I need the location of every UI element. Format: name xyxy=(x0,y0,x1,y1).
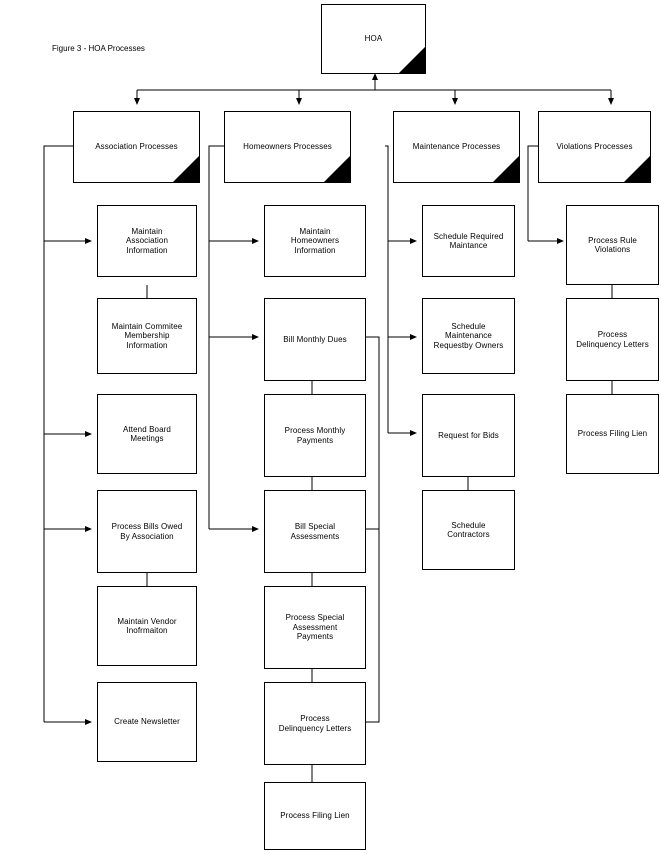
node-maintain-vendor-information-label: Maintain Vendor Inofrmaiton xyxy=(117,616,177,635)
node-process-bills-owed-by-association[interactable]: Process Bills Owed By Association xyxy=(97,490,197,573)
node-schedule-required-maintenance[interactable]: Schedule Required Maintance xyxy=(422,205,515,277)
node-request-for-bids-label: Request for Bids xyxy=(438,430,499,440)
node-process-special-assessment-payments[interactable]: Process Special Assessment Payments xyxy=(264,586,366,669)
node-process-bills-owed-by-association-label: Process Bills Owed By Association xyxy=(111,522,183,541)
node-request-for-bids[interactable]: Request for Bids xyxy=(422,394,515,477)
node-homeowners-process-delinquency-letters-label: Process Delinquency Letters xyxy=(278,714,352,733)
node-violations-process-filing-lien-label: Process Filing Lien xyxy=(577,429,648,439)
node-homeowners-process-filing-lien[interactable]: Process Filing Lien xyxy=(264,782,366,850)
node-create-newsletter-label: Create Newsletter xyxy=(114,717,180,727)
node-homeowners-processes[interactable]: Homeowners Processes xyxy=(224,111,351,183)
node-schedule-contractors[interactable]: Schedule Contractors xyxy=(422,490,515,570)
node-bill-special-assessments-label: Bill Special Assessments xyxy=(290,522,340,541)
node-bill-monthly-dues-label: Bill Monthly Dues xyxy=(283,334,347,344)
node-association-processes[interactable]: Association Processes xyxy=(73,111,200,183)
node-schedule-maintenance-request-by-owners-label: Schedule Maintenance Requestby Owners xyxy=(433,321,504,350)
node-maintain-homeowners-information[interactable]: Maintain Homeowners Information xyxy=(264,205,366,277)
node-maintain-committee-membership-information[interactable]: Maintain Commitee Membership Information xyxy=(97,298,197,374)
node-process-special-assessment-payments-label: Process Special Assessment Payments xyxy=(285,613,345,642)
node-create-newsletter[interactable]: Create Newsletter xyxy=(97,682,197,762)
node-homeowners-processes-label: Homeowners Processes xyxy=(243,142,332,152)
node-hoa-label: HOA xyxy=(364,34,383,44)
node-maintain-vendor-information[interactable]: Maintain Vendor Inofrmaiton xyxy=(97,586,197,666)
node-homeowners-process-filing-lien-label: Process Filing Lien xyxy=(280,811,350,821)
node-schedule-required-maintenance-label: Schedule Required Maintance xyxy=(433,231,504,250)
node-violations-process-delinquency-letters-label: Process Delinquency Letters xyxy=(576,330,649,349)
node-association-processes-label: Association Processes xyxy=(95,142,178,152)
node-bill-monthly-dues[interactable]: Bill Monthly Dues xyxy=(264,298,366,381)
node-schedule-contractors-label: Schedule Contractors xyxy=(447,520,490,539)
node-maintain-committee-membership-information-label: Maintain Commitee Membership Information xyxy=(111,321,183,350)
node-maintain-association-information[interactable]: Maintain Association Information xyxy=(97,205,197,277)
node-homeowners-process-delinquency-letters[interactable]: Process Delinquency Letters xyxy=(264,682,366,765)
node-schedule-maintenance-request-by-owners[interactable]: Schedule Maintenance Requestby Owners xyxy=(422,298,515,374)
node-process-rule-violations-label: Process Rule Violations xyxy=(588,235,637,254)
node-maintenance-processes-label: Maintenance Processes xyxy=(412,142,501,152)
node-attend-board-meetings[interactable]: Attend Board Meetings xyxy=(97,394,197,474)
node-violations-process-filing-lien[interactable]: Process Filing Lien xyxy=(566,394,659,474)
node-attend-board-meetings-label: Attend Board Meetings xyxy=(123,424,171,443)
node-maintenance-processes[interactable]: Maintenance Processes xyxy=(393,111,520,183)
figure-caption: Figure 3 - HOA Processes xyxy=(52,44,145,53)
node-violations-processes-label: Violations Processes xyxy=(556,142,633,152)
node-process-rule-violations[interactable]: Process Rule Violations xyxy=(566,205,659,285)
node-violations-process-delinquency-letters[interactable]: Process Delinquency Letters xyxy=(566,298,659,381)
node-bill-special-assessments[interactable]: Bill Special Assessments xyxy=(264,490,366,573)
node-process-monthly-payments[interactable]: Process Monthly Payments xyxy=(264,394,366,477)
node-maintain-association-information-label: Maintain Association Information xyxy=(125,226,168,255)
node-process-monthly-payments-label: Process Monthly Payments xyxy=(284,426,346,445)
node-maintain-homeowners-information-label: Maintain Homeowners Information xyxy=(290,226,340,255)
node-hoa[interactable]: HOA xyxy=(321,4,426,74)
node-violations-processes[interactable]: Violations Processes xyxy=(538,111,651,183)
